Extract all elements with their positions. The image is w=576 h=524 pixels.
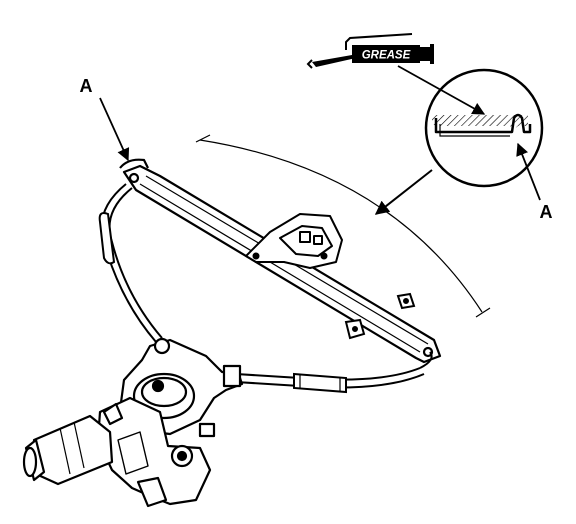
callout-a-right-leader bbox=[516, 142, 541, 201]
grease-label: GREASE bbox=[362, 50, 411, 62]
cable-sleeve-bottom bbox=[293, 372, 347, 394]
rail-length-arc bbox=[195, 134, 491, 318]
callout-a-left: A bbox=[80, 76, 93, 96]
grease-tube-icon: GREASE bbox=[306, 33, 434, 69]
detail-circle bbox=[424, 68, 544, 188]
rail-tab-1 bbox=[344, 318, 366, 340]
detail-pointer-arrow bbox=[374, 169, 433, 215]
window-motor bbox=[22, 396, 216, 508]
grease-leader bbox=[397, 65, 486, 115]
cable-sleeve-left bbox=[98, 212, 116, 265]
callout-a-left-leader bbox=[99, 97, 130, 162]
detail-rail-profile bbox=[434, 113, 532, 134]
callout-a-right: A bbox=[540, 202, 553, 222]
sash-bracket bbox=[245, 213, 343, 269]
rail-tab-2 bbox=[396, 292, 416, 310]
